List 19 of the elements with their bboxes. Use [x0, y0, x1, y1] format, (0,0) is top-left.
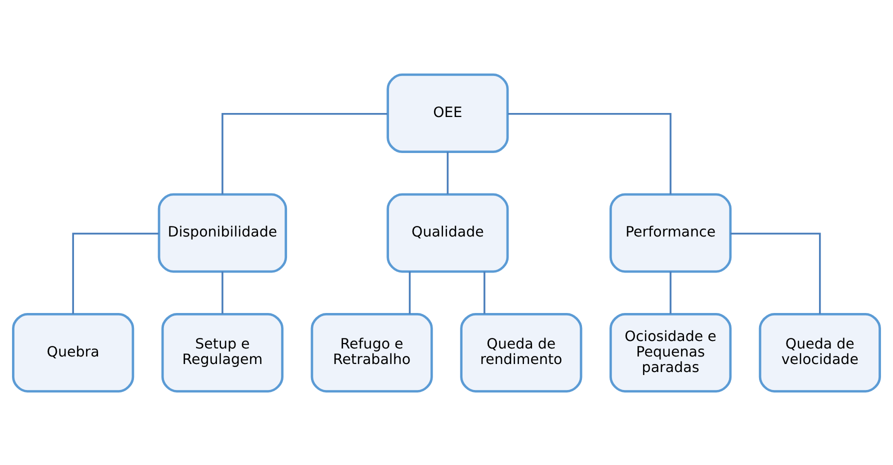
node-box: OEE: [386, 73, 509, 152]
connector: [72, 232, 159, 314]
node-box: Setup e Regulagem: [161, 312, 284, 392]
connector: [730, 232, 821, 314]
connector: [222, 271, 224, 314]
connector: [670, 271, 672, 314]
node-box: Qualidade: [386, 192, 509, 272]
connector: [446, 151, 449, 194]
connector: [484, 271, 486, 314]
node-box: Performance: [610, 192, 732, 272]
node-box: Disponibilidade: [158, 192, 288, 272]
node-box: Queda de rendimento: [460, 312, 582, 392]
node-box: Ociosidade e Pequenas paradas: [610, 312, 732, 392]
connector: [222, 112, 388, 194]
node-box: Queda de velocidade: [758, 312, 881, 392]
node-box: Refugo e Retrabalho: [310, 312, 433, 392]
connector: [408, 271, 411, 314]
node-box: Quebra: [12, 312, 134, 392]
connector: [508, 112, 672, 194]
